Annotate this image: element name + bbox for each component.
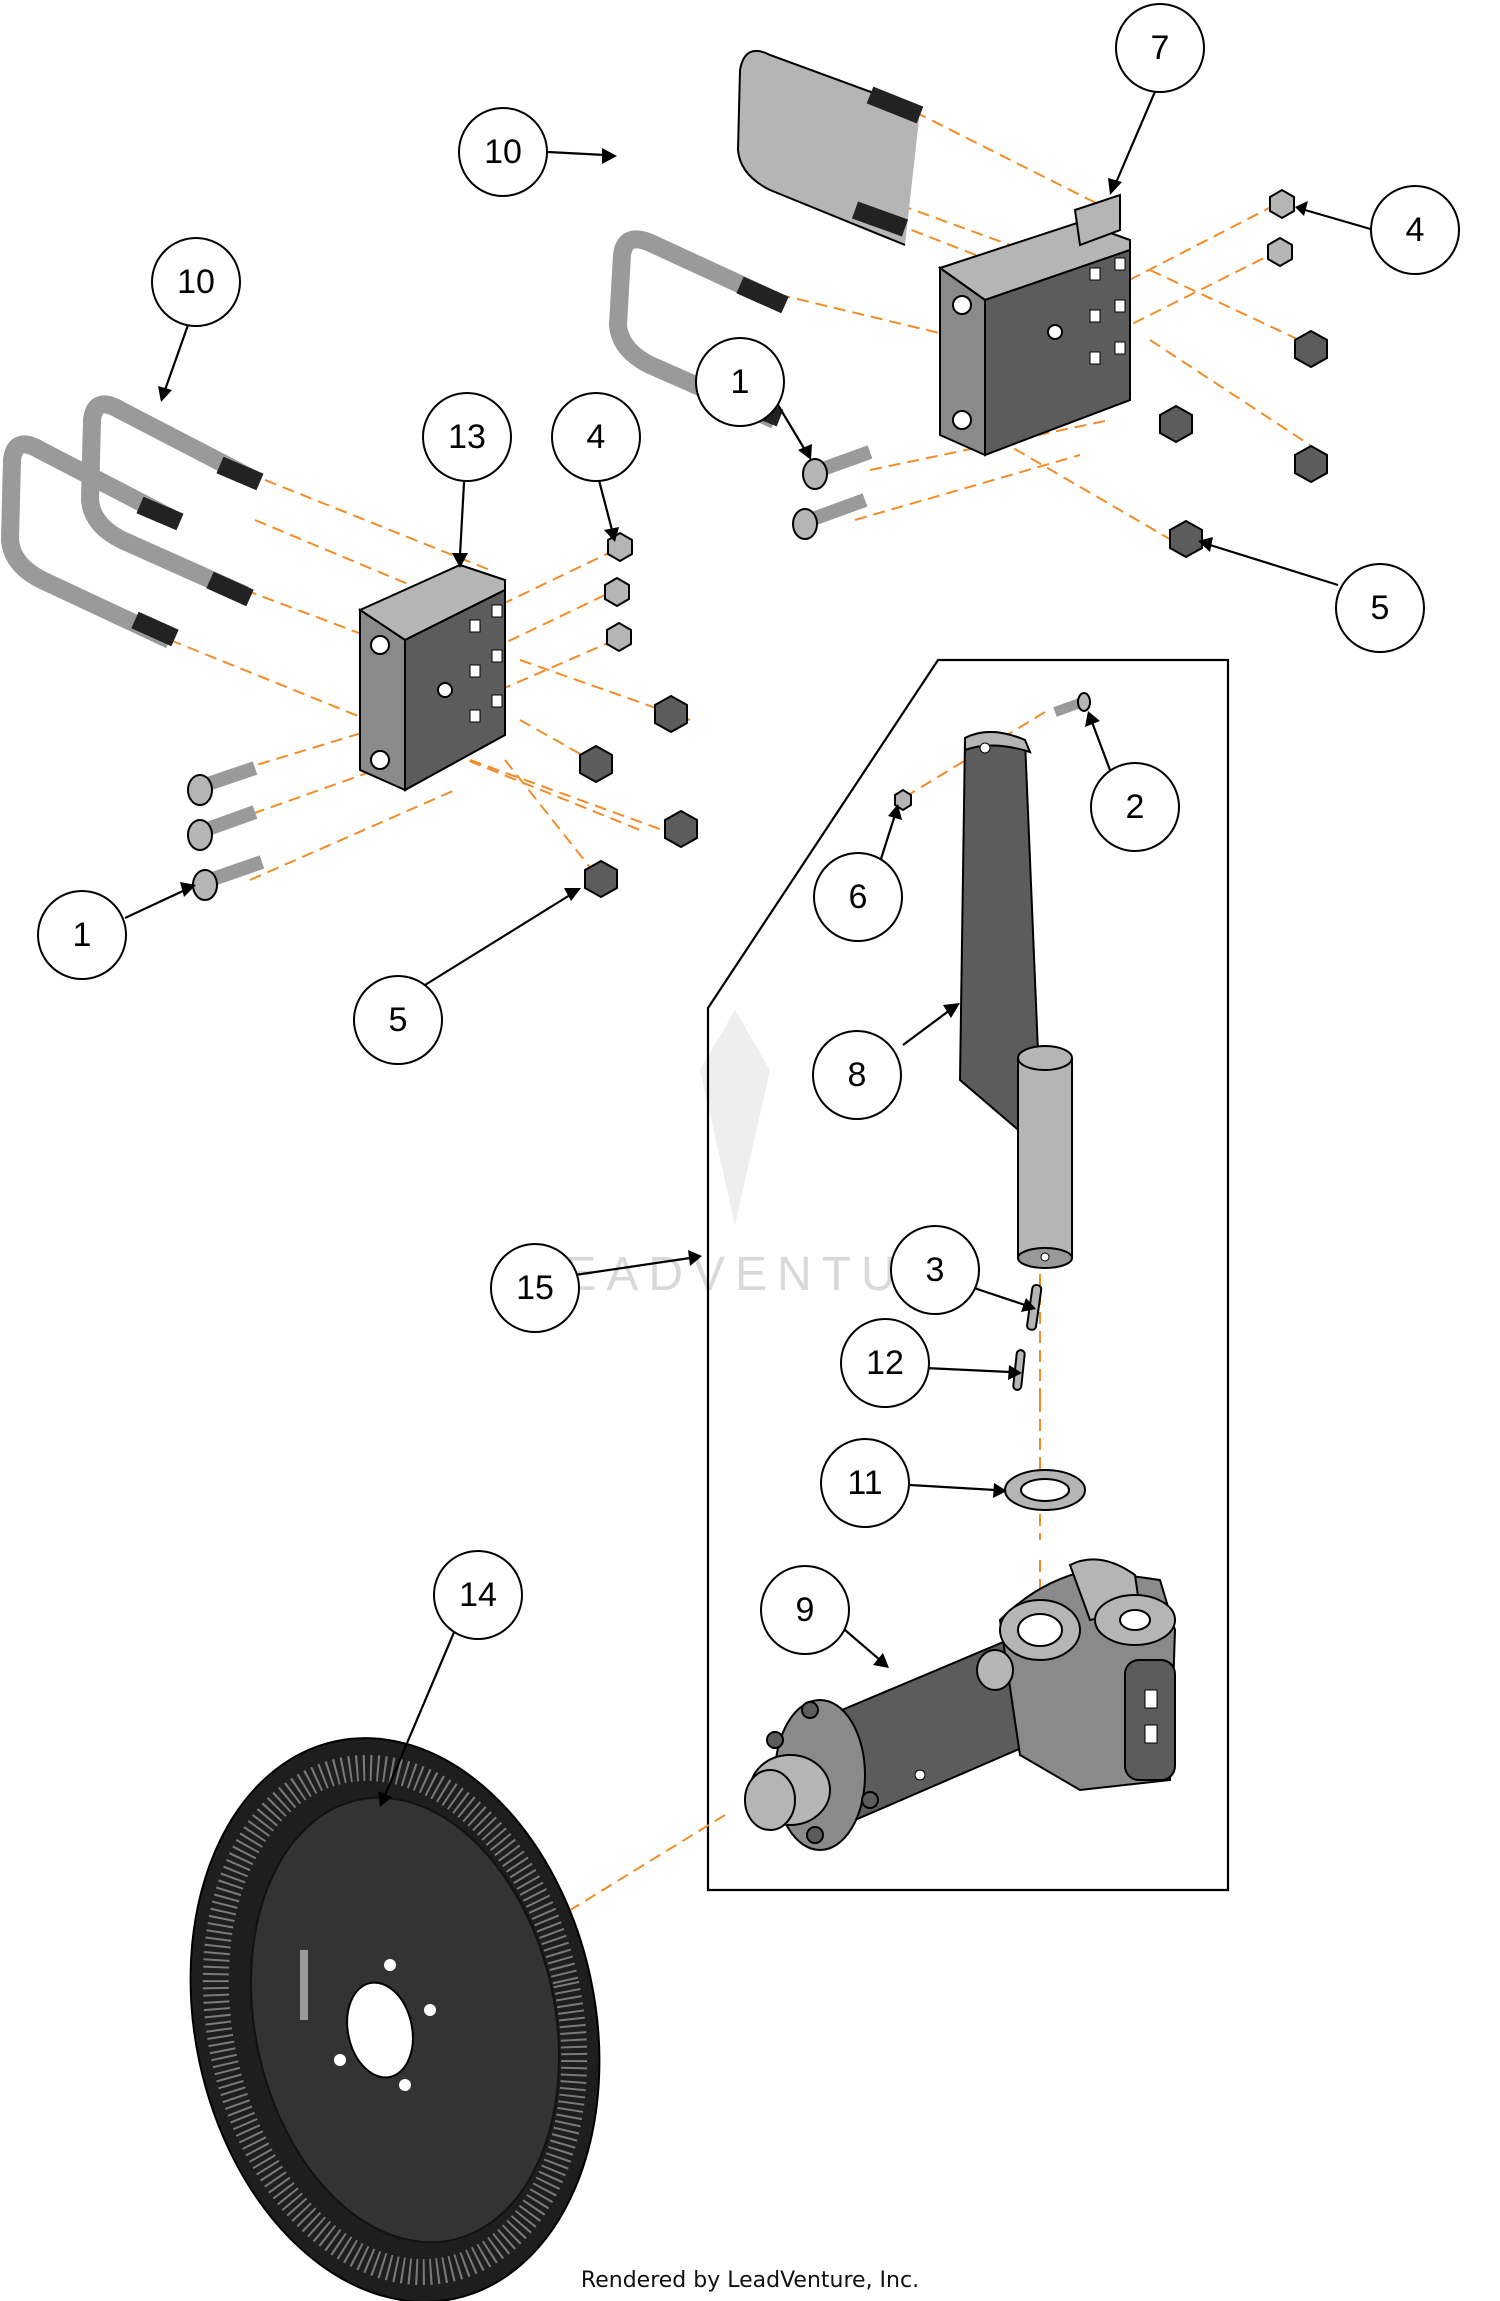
- callout-5-left: 5: [353, 975, 443, 1065]
- hub-arm-assembly-frame: [374, 658, 1230, 2031]
- callout-13: 13: [422, 392, 512, 482]
- callout-label: 14: [459, 1576, 497, 1614]
- callout-1-upper: 1: [695, 337, 785, 427]
- callout-7: 7: [1115, 3, 1205, 93]
- callout-11: 11: [820, 1438, 910, 1528]
- callout-2: 2: [1090, 762, 1180, 852]
- callout-label: 4: [1406, 211, 1425, 249]
- callout-6: 6: [813, 852, 903, 942]
- callout-5-upper: 5: [1335, 563, 1425, 653]
- disc-blade-14: [189, 1737, 601, 2301]
- bracket-plate-13: [357, 563, 506, 792]
- nut-large: [1159, 329, 1328, 559]
- nut-small: [604, 531, 633, 653]
- callout-label: 3: [926, 1251, 945, 1289]
- left-bracket-assembly: [0, 395, 698, 901]
- hub-spindle-9: [744, 1558, 1177, 1851]
- callout-1-left: 1: [37, 890, 127, 980]
- callout-4-upper: 4: [1370, 185, 1460, 275]
- callout-label: 4: [587, 418, 606, 456]
- carriage-bolt: [187, 761, 265, 901]
- callout-label: 13: [448, 418, 486, 456]
- callout-14: 14: [433, 1550, 523, 1640]
- nut-small: [1267, 188, 1295, 268]
- bracket-plate-7: [937, 193, 1131, 457]
- nut-large: [579, 694, 698, 899]
- callout-label: 2: [1126, 788, 1145, 826]
- callout-label: 15: [516, 1269, 554, 1307]
- footer-credit: Rendered by LeadVenture, Inc.: [580, 2268, 920, 2293]
- callout-label: 10: [484, 133, 522, 171]
- callout-label: 9: [796, 1591, 815, 1629]
- callout-label: 11: [847, 1464, 882, 1502]
- callout-15: 15: [490, 1243, 580, 1333]
- callout-label: 12: [866, 1344, 904, 1382]
- callout-3: 3: [890, 1225, 980, 1315]
- callout-4-left: 4: [551, 392, 641, 482]
- callout-10-left: 10: [151, 237, 241, 327]
- callout-label: 7: [1151, 29, 1170, 67]
- callout-9: 9: [760, 1565, 850, 1655]
- callout-label: 1: [731, 363, 750, 401]
- callout-12: 12: [840, 1318, 930, 1408]
- carriage-bolt: [792, 445, 873, 540]
- bolt-2: [1053, 692, 1091, 717]
- callout-10-upper: 10: [458, 107, 548, 197]
- callout-label: 5: [389, 1001, 408, 1039]
- upper-right-bracket-assembly: [608, 50, 1328, 559]
- nut-6: [894, 788, 912, 812]
- callout-label: 10: [177, 263, 215, 301]
- callout-label: 1: [73, 916, 92, 954]
- washer-11: [1004, 1469, 1086, 1511]
- callout-label: 5: [1371, 589, 1390, 627]
- callout-label: 6: [849, 878, 868, 916]
- callout-8: 8: [812, 1030, 902, 1120]
- arm-8: [958, 730, 1073, 1269]
- callout-label: 8: [848, 1056, 867, 1094]
